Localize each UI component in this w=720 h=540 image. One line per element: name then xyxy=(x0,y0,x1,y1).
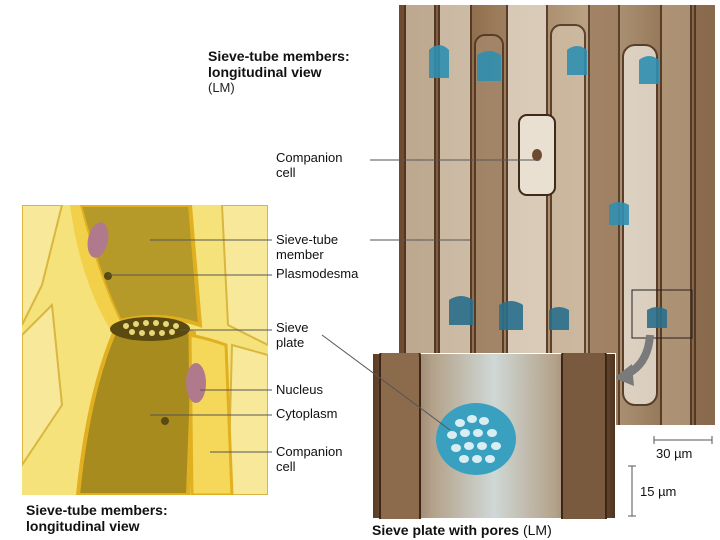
drawing-title: Sieve-tube members: longitudinal view xyxy=(26,502,168,534)
inset-caption-bold: Sieve plate with pores xyxy=(372,522,519,538)
label-sieve-plate-line1: Sieve xyxy=(276,320,309,335)
drawing-title-line2: longitudinal view xyxy=(26,518,168,534)
scale-bar-micrograph-label: 30 µm xyxy=(656,446,692,461)
label-companion-cell-bottom-line2: cell xyxy=(276,459,343,474)
label-sieve-tube-member-line1: Sieve-tube xyxy=(276,232,338,247)
label-sieve-plate-line2: plate xyxy=(276,335,309,350)
label-nucleus: Nucleus xyxy=(276,382,323,397)
inset-caption-method: (LM) xyxy=(523,522,552,538)
scale-bar-inset-label: 15 µm xyxy=(640,484,676,499)
label-sieve-tube-member-line2: member xyxy=(276,247,338,262)
label-sieve-tube-member: Sieve-tube member xyxy=(276,232,338,262)
label-companion-cell-bottom: Companion cell xyxy=(276,444,343,474)
label-companion-cell-top-line1: Companion xyxy=(276,150,343,165)
label-plasmodesma: Plasmodesma xyxy=(276,266,358,281)
micrograph-method: (LM) xyxy=(208,80,350,96)
micrograph-title-line2: longitudinal view xyxy=(208,64,350,80)
inset-caption: Sieve plate with pores (LM) xyxy=(372,522,552,538)
label-companion-cell-top-line2: cell xyxy=(276,165,343,180)
label-cytoplasm: Cytoplasm xyxy=(276,406,337,421)
label-companion-cell-top: Companion cell xyxy=(276,150,343,180)
micrograph-title-line1: Sieve-tube members: xyxy=(208,48,350,64)
micrograph-title: Sieve-tube members: longitudinal view (L… xyxy=(208,48,350,96)
label-companion-cell-bottom-line1: Companion xyxy=(276,444,343,459)
drawing-title-line1: Sieve-tube members: xyxy=(26,502,168,518)
label-sieve-plate: Sieve plate xyxy=(276,320,309,350)
